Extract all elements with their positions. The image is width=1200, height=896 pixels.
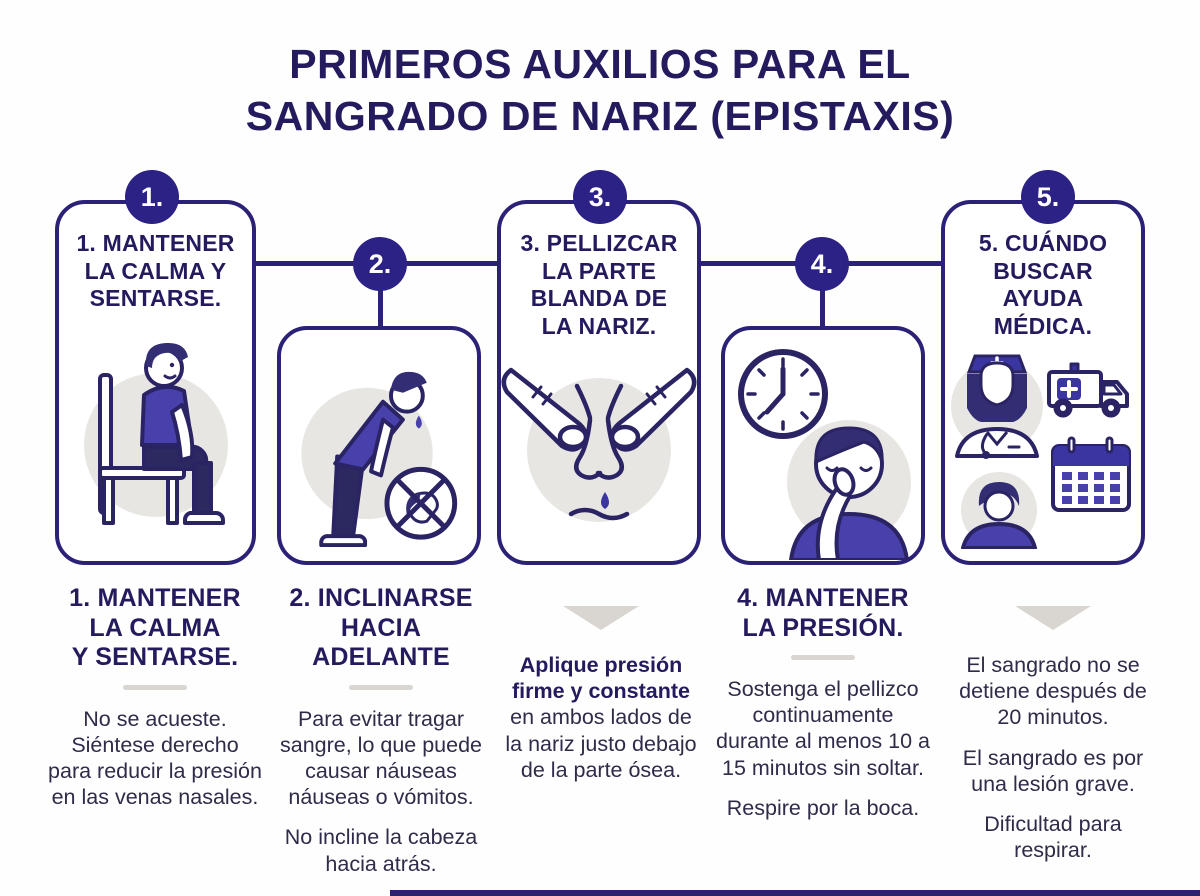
- divider: [791, 655, 855, 660]
- step1-card-heading: 1. MANTENER LA CALMA Y SENTARSE.: [76, 230, 235, 312]
- medical-help-icons: [951, 354, 1131, 550]
- divider: [349, 684, 413, 690]
- timeline-stem-step2: [378, 264, 383, 328]
- step3-paragraph-bold: Aplique presión firme y constante: [511, 653, 690, 704]
- page-title-line1: PRIMEROS AUXILIOS PARA EL: [289, 41, 911, 87]
- step5-card-heading: 5. CUÁNDO BUSCAR AYUDA MÉDICA.: [978, 230, 1108, 339]
- step5-paragraph-2: El sangrado es por una lesión grave.: [962, 745, 1144, 796]
- step1-badge: 1.: [125, 170, 179, 224]
- step5-badge: 5.: [1021, 170, 1075, 224]
- step2-text-column: 2. INCLINARSE HACIA ADELANTE Para evitar…: [268, 584, 494, 883]
- step4-card: [721, 326, 925, 565]
- person-leaning-forward-icon: [301, 371, 458, 548]
- step1-card: 1. MANTENER LA CALMA Y SENTARSE.: [55, 200, 256, 565]
- step3-paragraph-rest: en ambos lados de la nariz justo debajo …: [505, 705, 697, 782]
- step2-paragraph-2: No incline la cabeza hacia atrás.: [284, 825, 478, 876]
- step4-heading: 4. MANTENER LA PRESIÓN.: [737, 584, 909, 642]
- step5-text-column: El sangrado no se detiene después de 20 …: [938, 584, 1168, 870]
- step4-text-column: 4. MANTENER LA PRESIÓN. Sostenga el pell…: [708, 584, 938, 827]
- step3-card: 3. PELLIZCAR LA PARTE BLANDA DE LA NARIZ…: [497, 200, 701, 565]
- ambulance-icon: [1047, 362, 1129, 418]
- patient-icon: [961, 472, 1037, 550]
- person-sitting-on-chair-icon: [83, 342, 228, 525]
- step3-card-heading: 3. PELLIZCAR LA PARTE BLANDA DE LA NARIZ…: [520, 230, 678, 339]
- step3-badge: 3.: [573, 170, 627, 224]
- person-pinching-nose-icon: [738, 349, 911, 560]
- calendar-icon: [1051, 436, 1131, 513]
- step1-text-column: 1. MANTENER LA CALMA Y SENTARSE. No se a…: [40, 584, 270, 816]
- down-arrow-icon: [563, 606, 639, 630]
- down-arrow-icon: [1015, 606, 1091, 630]
- nurse-icon: [951, 354, 1043, 460]
- no-head-tilt-back-icon: [384, 466, 458, 540]
- step4-badge: 4.: [795, 237, 849, 291]
- step1-paragraph: No se acueste. Siéntese derecho para red…: [48, 706, 262, 810]
- step4-paragraph-1: Sostenga el pellizco continuamente duran…: [716, 677, 930, 780]
- timeline-stem-step4: [820, 264, 825, 328]
- bottom-accent-bar: [390, 890, 1200, 896]
- pinch-nose-icon: [501, 368, 697, 523]
- step2-heading: 2. INCLINARSE HACIA ADELANTE: [289, 584, 473, 671]
- step5-paragraph-3: Dificultad para respirar.: [984, 812, 1122, 863]
- divider: [123, 684, 187, 690]
- step2-paragraph-1: Para evitar tragar sangre, lo que puede …: [279, 706, 483, 810]
- page-title-line2: SANGRADO DE NARIZ (EPISTAXIS): [245, 93, 955, 140]
- step2-badge: 2.: [353, 237, 407, 291]
- step4-paragraph-2: Respire por la boca.: [726, 795, 920, 820]
- step5-paragraph-1: El sangrado no se detiene después de 20 …: [959, 653, 1147, 730]
- page-title: PRIMEROS AUXILIOS PARA EL SANGRADO DE NA…: [0, 38, 1200, 143]
- step5-card: 5. CUÁNDO BUSCAR AYUDA MÉDICA.: [941, 200, 1145, 565]
- clock-icon: [738, 349, 828, 439]
- step1-heading: 1. MANTENER LA CALMA Y SENTARSE.: [69, 584, 241, 671]
- step2-card: [277, 326, 481, 565]
